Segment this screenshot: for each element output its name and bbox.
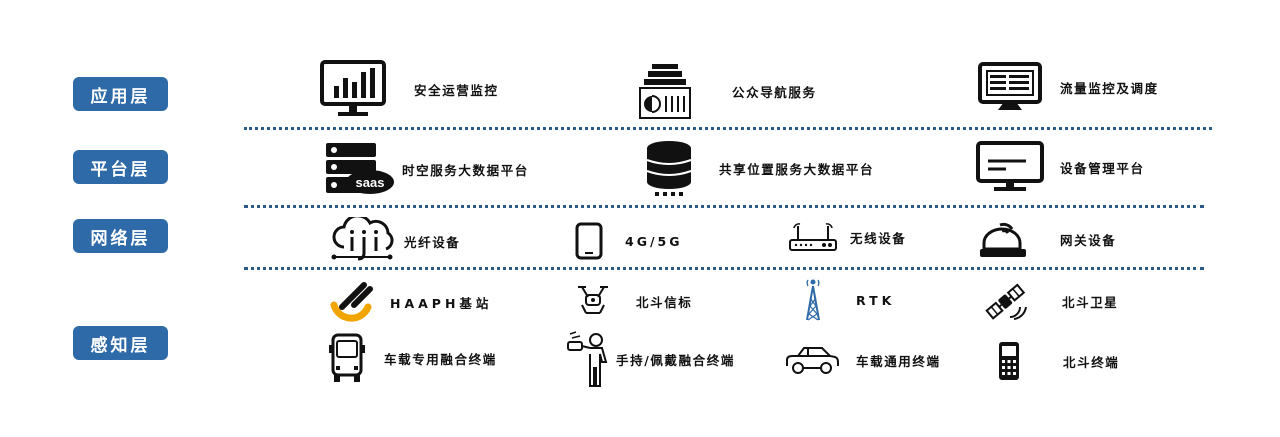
beacon-drone-icon <box>576 283 610 319</box>
bus-icon <box>328 333 366 383</box>
app-item-public-navigation: 公众导航服务 <box>638 62 817 120</box>
platform-item-label: 时空服务大数据平台 <box>402 162 529 178</box>
divider-network-sensing <box>244 267 1204 270</box>
layer-badge-application: 应用层 <box>73 77 168 111</box>
sensing-item-satellite: 北斗卫星 <box>984 281 1118 321</box>
sensing-item-label: RTK <box>856 292 896 308</box>
layer-badge-platform: 平台层 <box>73 150 168 184</box>
network-item-4g5g: 4G/5G <box>575 222 682 260</box>
saas-badge-text: saas <box>356 175 385 190</box>
app-item-label: 安全运营监控 <box>414 82 499 98</box>
saas-server-icon: saas <box>324 141 396 197</box>
sensing-item-vehicle-dedicated: 车载专用融合终端 <box>328 333 497 383</box>
sensing-item-haaph: HAAPH基站 <box>330 281 492 323</box>
database-icon <box>645 140 693 196</box>
gateway-icon <box>978 219 1028 259</box>
sensing-item-vehicle-general: 车载通用终端 <box>784 344 941 376</box>
app-item-security-monitoring: 安全运营监控 <box>320 60 499 118</box>
app-item-label: 公众导航服务 <box>732 84 817 100</box>
monitor-device-icon <box>976 141 1044 193</box>
network-item-label: 4G/5G <box>625 233 683 249</box>
monitor-bar-chart-icon <box>320 60 386 118</box>
sensing-item-label: 北斗终端 <box>1063 354 1120 370</box>
sensing-item-handheld-wearable: 手持/佩戴融合终端 <box>566 330 735 388</box>
wireless-router-icon <box>788 220 838 254</box>
network-item-label: 光纤设备 <box>404 234 461 250</box>
network-item-fiber: 光纤设备 <box>330 217 460 265</box>
sensing-item-label: 车载通用终端 <box>856 353 941 369</box>
divider-platform-network <box>244 205 1204 208</box>
car-icon <box>784 344 840 376</box>
sensing-item-label: HAAPH基站 <box>390 295 493 311</box>
handheld-person-icon <box>566 330 610 388</box>
platform-item-label: 共享位置服务大数据平台 <box>719 161 875 177</box>
sensing-item-label: 车载专用融合终端 <box>384 351 497 367</box>
rtk-tower-icon <box>804 278 822 322</box>
mobile-phone-icon <box>575 222 603 260</box>
platform-item-spatiotemporal: saas 时空服务大数据平台 <box>324 141 529 197</box>
service-building-icon <box>638 62 692 120</box>
cloud-fiber-icon <box>330 217 398 265</box>
network-item-wireless: 无线设备 <box>788 220 906 254</box>
satellite-icon <box>984 281 1028 321</box>
layer-badge-network: 网络层 <box>73 219 168 253</box>
network-item-label: 无线设备 <box>850 230 907 246</box>
network-item-label: 网关设备 <box>1060 232 1117 248</box>
layer-badge-sensing: 感知层 <box>73 326 168 360</box>
platform-item-label: 设备管理平台 <box>1060 160 1145 176</box>
monitor-dashboard-icon <box>978 62 1042 112</box>
app-item-label: 流量监控及调度 <box>1060 80 1159 96</box>
sensing-item-label: 北斗信标 <box>636 294 693 310</box>
handset-icon <box>997 340 1021 382</box>
platform-item-device-management: 设备管理平台 <box>976 141 1145 193</box>
sensing-item-label: 手持/佩戴融合终端 <box>616 352 735 368</box>
base-station-logo-icon <box>330 281 376 323</box>
app-item-traffic-monitoring: 流量监控及调度 <box>978 62 1159 112</box>
sensing-item-label: 北斗卫星 <box>1062 294 1119 310</box>
divider-application-platform <box>244 127 1212 130</box>
sensing-item-beacon: 北斗信标 <box>576 283 692 319</box>
network-item-gateway: 网关设备 <box>978 219 1116 259</box>
platform-item-shared-location: 共享位置服务大数据平台 <box>645 140 874 196</box>
sensing-item-rtk: RTK <box>804 278 895 322</box>
sensing-item-beidou-terminal: 北斗终端 <box>997 340 1119 382</box>
